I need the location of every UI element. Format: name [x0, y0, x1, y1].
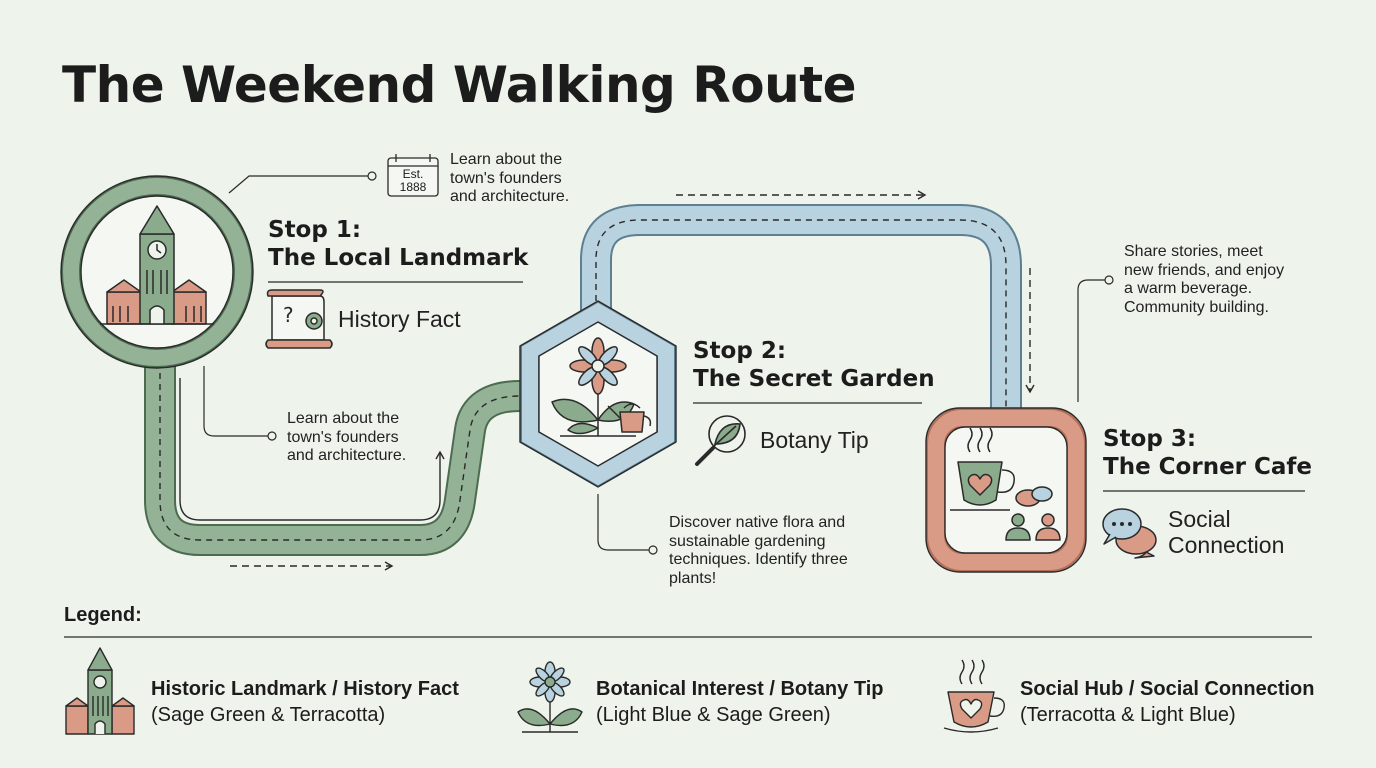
legend-item-title: Historic Landmark / History Fact	[151, 678, 459, 700]
coffee-cup-people-icon	[950, 427, 1061, 541]
route-segment-stop2-to-stop3	[580, 204, 1022, 412]
legend-coffee-cup-icon	[943, 659, 1005, 733]
stop2-name: The Secret Garden	[693, 366, 935, 392]
stop3-heading: Stop 3: The Corner Cafe	[1103, 425, 1312, 481]
stop1-fact-label: History Fact	[338, 306, 461, 332]
stop2-number: Stop 2:	[693, 338, 787, 364]
flower-watering-can-icon	[551, 337, 652, 437]
legend-item-subtitle: (Sage Green & Terracotta)	[151, 704, 386, 726]
stop1-number: Stop 1:	[268, 217, 362, 243]
stop2-note: Discover native flora and sustainable ga…	[669, 514, 848, 587]
legend-item-title: Social Hub / Social Connection	[1020, 678, 1315, 700]
stop3-note: Share stories, meet new friends, and enj…	[1124, 243, 1285, 316]
stop3-fact-label: Social Connection	[1168, 506, 1285, 558]
legend-item-subtitle: (Terracotta & Light Blue)	[1020, 704, 1236, 726]
clock-tower-icon	[100, 205, 214, 325]
stop3-node[interactable]	[925, 407, 1087, 573]
stop1-heading: Stop 1: The Local Landmark	[268, 216, 528, 272]
direction-arrows	[179, 190, 1035, 571]
stop3-name: The Corner Cafe	[1103, 454, 1313, 480]
legend-heading: Legend:	[64, 604, 142, 626]
legend-item-subtitle: (Light Blue & Sage Green)	[596, 704, 831, 726]
stop1-note-bottom: Learn about the town's founders and arch…	[287, 410, 407, 464]
stop1-name: The Local Landmark	[268, 245, 529, 271]
stop3-number: Stop 3:	[1103, 426, 1197, 452]
legend-item-title: Botanical Interest / Botany Tip	[596, 678, 884, 700]
legend-item-landmark: Historic Landmark / History Fact (Sage G…	[151, 678, 459, 727]
legend-flower-icon	[517, 661, 583, 733]
arrow-up-bend	[179, 378, 445, 521]
stop2-heading: Stop 2: The Secret Garden	[693, 337, 935, 393]
stop1-note-top: Learn about the town's founders and arch…	[450, 151, 570, 205]
leader-lines	[203, 171, 1114, 555]
page-title: The Weekend Walking Route	[62, 56, 857, 114]
stop2-fact-label: Botany Tip	[760, 427, 869, 453]
chat-bubbles-icon	[1102, 508, 1157, 559]
route-segment-stop1-to-stop2	[144, 362, 521, 556]
magnifier-leaf-icon	[695, 415, 746, 466]
svg-text:?: ?	[283, 303, 294, 327]
scroll-gear-icon: ?	[265, 289, 333, 349]
calendar-badge: Est. 1888	[399, 167, 427, 194]
legend-clock-tower-icon	[65, 647, 135, 735]
heading-underlines	[268, 281, 1305, 492]
legend-item-botanical: Botanical Interest / Botany Tip (Light B…	[596, 678, 883, 727]
calendar-icon	[387, 154, 439, 197]
legend-item-social: Social Hub / Social Connection (Terracot…	[1020, 678, 1314, 727]
